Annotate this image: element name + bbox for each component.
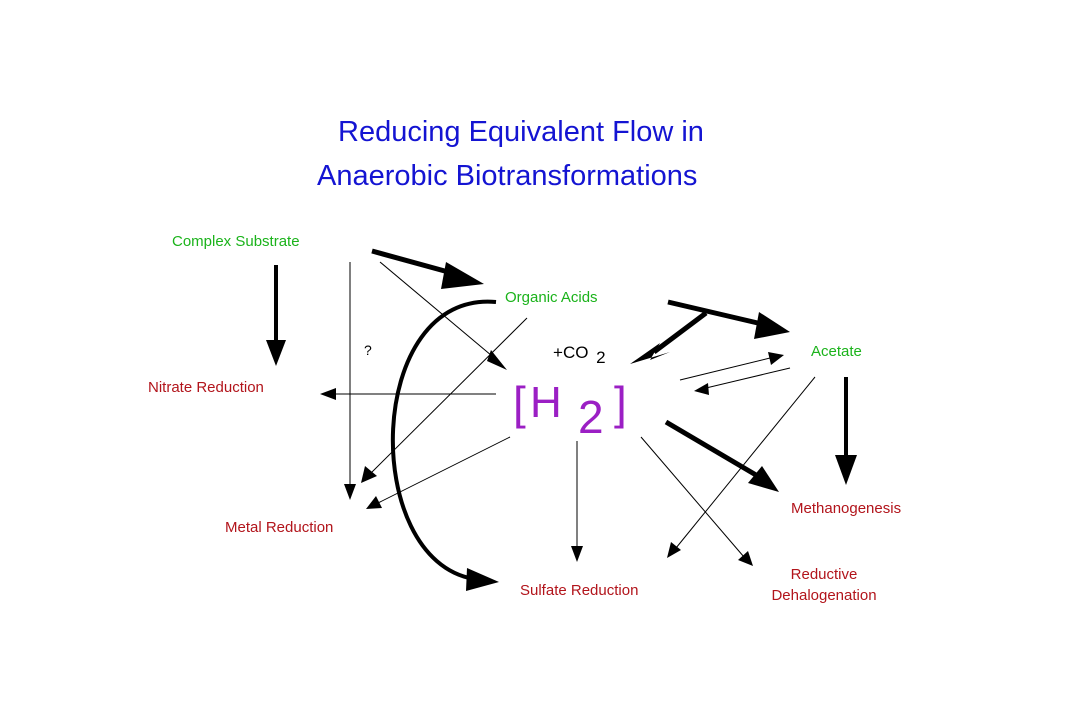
- h2-bracket-close: ]: [614, 377, 627, 429]
- node-reductive-line-1: Reductive: [790, 566, 858, 583]
- node-reductive-line-2: Dehalogenation: [771, 587, 877, 604]
- arrowhead-sulfate: [466, 568, 499, 591]
- arrowhead-methanogenesis: [835, 455, 857, 485]
- arrow-organic-acids-to-acetate: [667, 299, 763, 327]
- node-metal-reduction: Metal Reduction: [225, 519, 334, 536]
- arrowhead-h2-from-acids: [630, 343, 670, 364]
- arrowhead-h2-to-metal: [366, 496, 382, 509]
- line-substrate-to-h2: [379, 261, 499, 362]
- question-mark: ?: [364, 342, 372, 358]
- co2-plus: +: [553, 343, 563, 362]
- node-reductive-dehalogenation: Reductive Dehalogenation: [768, 567, 880, 603]
- arrowhead-metal-vertical: [344, 484, 356, 500]
- arrowhead-acetate-thin: [768, 352, 784, 365]
- arrowhead-substrate-to-h2: [487, 350, 507, 370]
- arrowhead-dehalogenation: [738, 551, 753, 566]
- diagram-title-line-1: Reducing Equivalent Flow in: [338, 116, 704, 148]
- arrowhead-nitrate-thin: [320, 388, 336, 400]
- h2-bracket-open: [: [513, 377, 526, 429]
- line-h2-to-metal: [377, 436, 511, 504]
- arrowhead-acetate: [754, 312, 790, 339]
- node-organic-acids: Organic Acids: [505, 289, 598, 306]
- line-h2-to-acetate: [705, 367, 791, 389]
- arrowhead-h2-to-methanogenesis: [748, 466, 779, 492]
- line-organic-acids-to-metal: [369, 317, 528, 475]
- line-h2-to-dehalogenation: [640, 436, 745, 558]
- arrow-to-h2-from-acids: [652, 311, 708, 354]
- node-complex-substrate: Complex Substrate: [172, 233, 300, 250]
- line-acetate-to-sulfate: [675, 376, 816, 549]
- h2-subscript: 2: [578, 391, 604, 443]
- arrow-h2-to-methanogenesis: [664, 419, 758, 478]
- arrowhead-acids-to-metal: [361, 466, 377, 483]
- diagram-title-line-2: Anaerobic Biotransformations: [317, 160, 698, 192]
- co2-label: +CO 2: [553, 343, 606, 366]
- arrowhead-acetate-to-sulfate: [667, 542, 681, 558]
- co2-text: CO: [562, 343, 589, 362]
- arrowhead-nitrate: [266, 340, 286, 366]
- node-sulfate-reduction: Sulfate Reduction: [520, 582, 639, 599]
- node-methanogenesis: Methanogenesis: [791, 500, 902, 517]
- h2-symbol: H: [530, 378, 562, 427]
- arrow-substrate-to-organic-acids: [371, 248, 453, 276]
- line-acetate-to-h2: [679, 357, 771, 381]
- arrowhead-organic-acids: [441, 262, 484, 289]
- arrowhead-h2-thin: [694, 383, 709, 395]
- node-nitrate-reduction: Nitrate Reduction: [148, 379, 264, 396]
- node-acetate: Acetate: [811, 343, 862, 360]
- co2-subscript: 2: [596, 348, 606, 367]
- curve-organic-acids-to-sulfate: [390, 299, 497, 581]
- arrowhead-sulfate-thin: [571, 546, 583, 562]
